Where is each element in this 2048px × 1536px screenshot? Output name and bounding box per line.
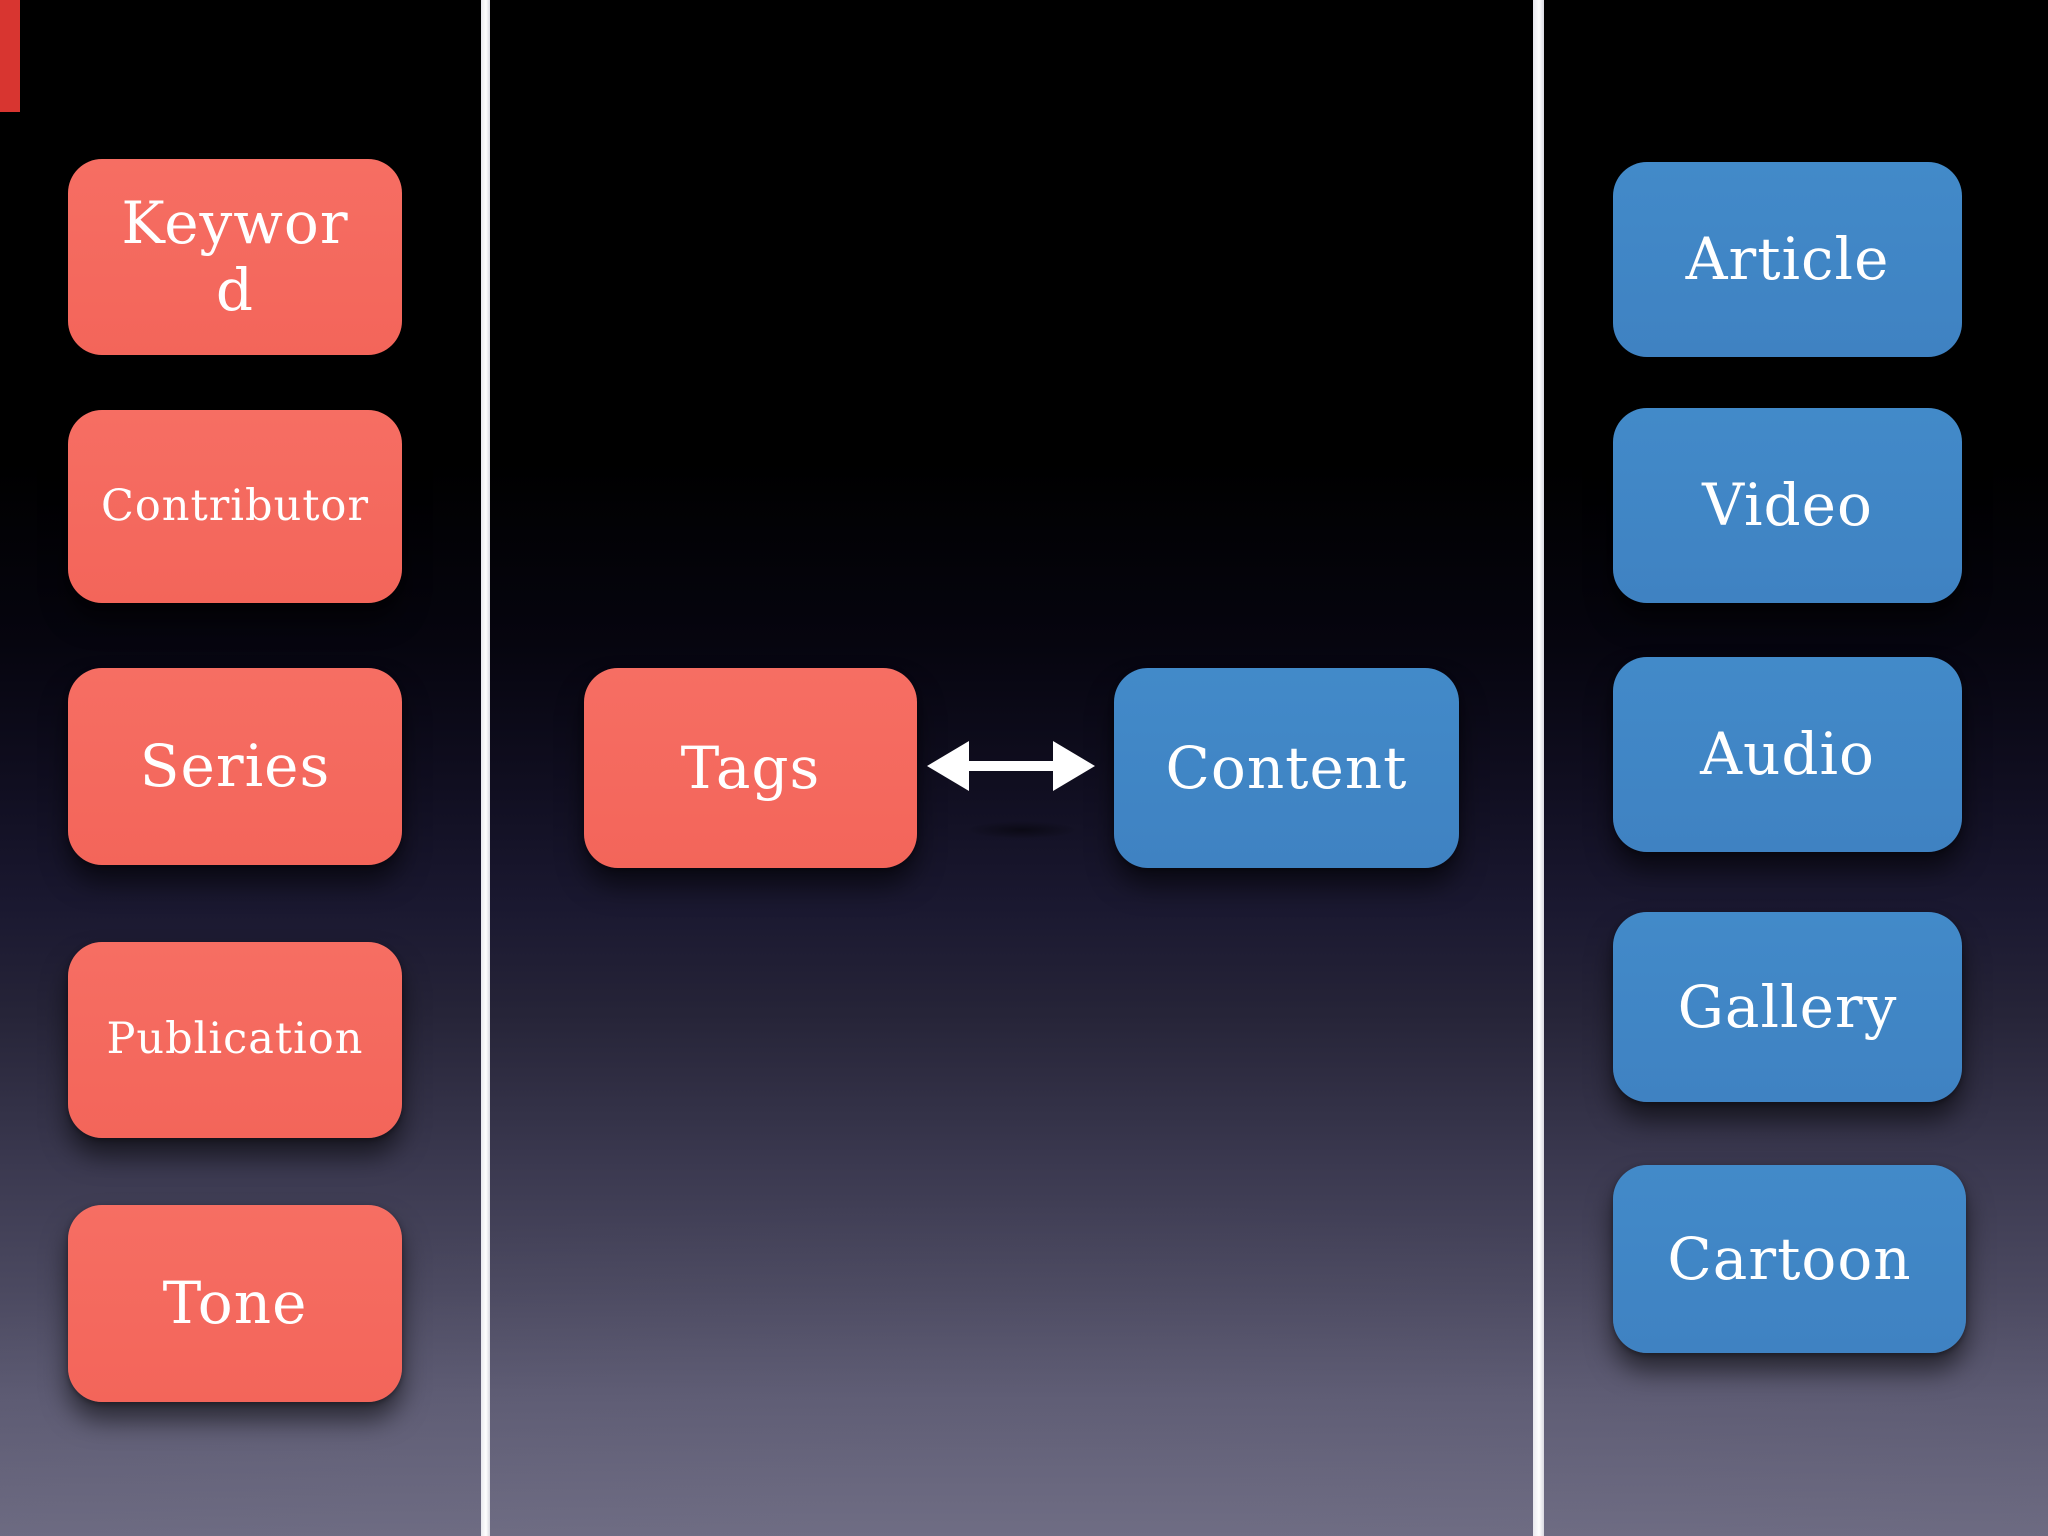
node-video: Video [1613,408,1962,603]
arrow-shadow [948,818,1096,842]
node-label: Keyword [121,189,349,324]
node-audio: Audio [1613,657,1962,852]
node-gallery: Gallery [1613,912,1962,1102]
node-tone: Tone [68,1205,402,1402]
red-edge-fragment [0,0,20,112]
node-label: Content [1165,733,1408,802]
node-label: Article [1685,225,1890,294]
node-keyword: Keyword [68,159,402,355]
node-label: Gallery [1677,972,1898,1041]
column-divider-left [481,0,490,1536]
node-label: Tone [162,1269,308,1338]
node-article: Article [1613,162,1962,357]
node-label: Audio [1700,720,1875,789]
bidirectional-arrow-icon [925,732,1097,800]
node-cartoon: Cartoon [1613,1165,1966,1353]
node-content: Content [1114,668,1459,868]
node-tags: Tags [584,668,917,868]
node-label: Contributor [100,480,369,531]
node-label: Video [1702,471,1873,540]
node-label: Series [139,732,331,801]
node-publication: Publication [68,942,402,1138]
node-label: Cartoon [1667,1224,1912,1293]
node-label: Tags [680,733,821,802]
node-label: Publication [106,1014,364,1065]
node-series: Series [68,668,402,865]
node-contributor: Contributor [68,410,402,603]
column-divider-right [1533,0,1544,1536]
